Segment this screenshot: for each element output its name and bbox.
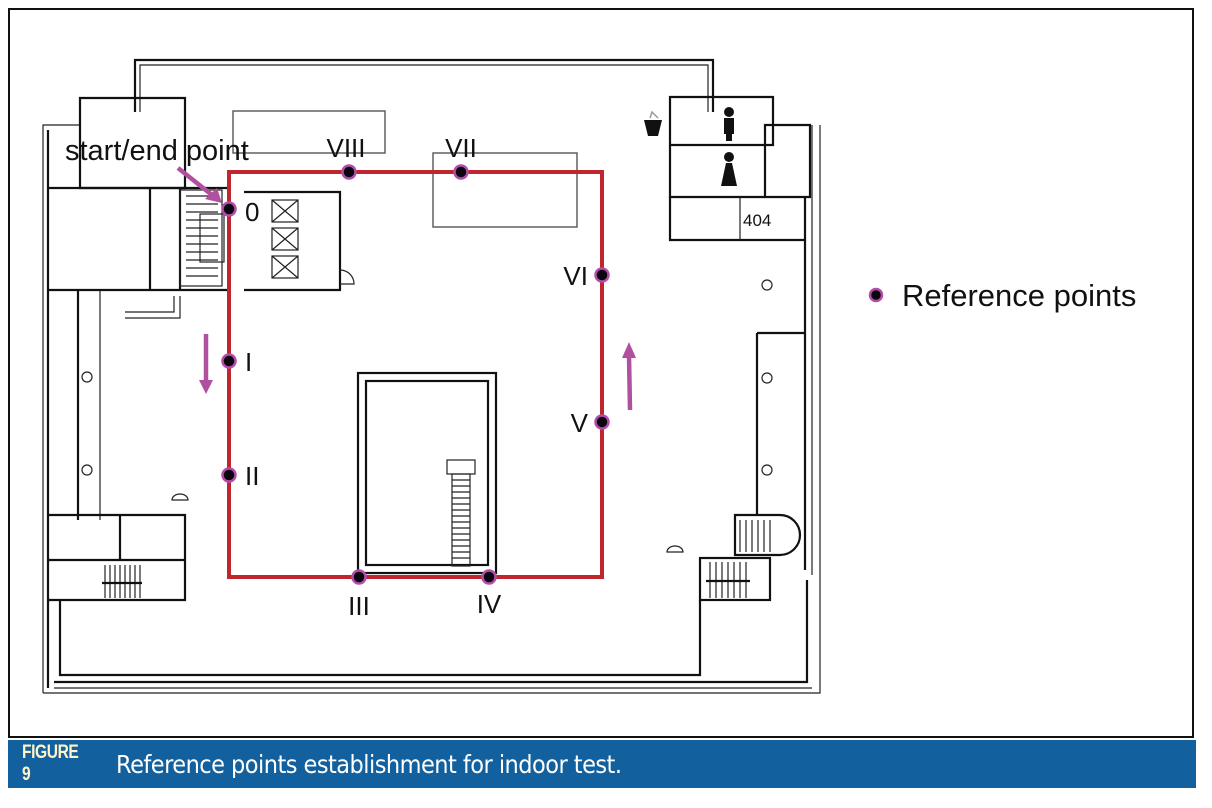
- reference-point-vi: [594, 267, 610, 283]
- elevator-icon: [271, 199, 299, 279]
- atrium: [356, 371, 498, 575]
- figure-caption: FIGURE 9 Reference points establishment …: [8, 740, 1196, 788]
- legend-marker: [868, 287, 884, 303]
- staircase-icon: [698, 513, 802, 602]
- female-restroom-icon: [721, 152, 737, 186]
- reference-point-label: IV: [477, 589, 502, 619]
- start-end-label: start/end point: [65, 135, 249, 167]
- reference-point-i: [221, 353, 237, 369]
- escalator-icon: [446, 459, 476, 567]
- legend-label: Reference points: [902, 278, 1136, 313]
- reference-point-label: I: [245, 347, 252, 377]
- reference-point-iv: [481, 569, 497, 585]
- reference-point-label: III: [348, 591, 370, 621]
- staircase-icon: [186, 195, 225, 277]
- reference-point-v: [594, 414, 610, 430]
- trash-bin-icon: [644, 110, 662, 136]
- figure-number: FIGURE 9: [22, 742, 79, 785]
- caption-text: Reference points establishment for indoo…: [116, 749, 622, 779]
- legend: Reference points: [868, 278, 1136, 313]
- direction-arrow-down: [199, 334, 213, 394]
- reference-point-label: 0: [245, 197, 259, 227]
- direction-arrow-up: [622, 342, 636, 411]
- reference-point-label: V: [571, 408, 589, 438]
- reference-point-ii: [221, 467, 237, 483]
- male-restroom-icon: [724, 107, 734, 141]
- reference-point-label: VI: [563, 261, 588, 291]
- room-number: 404: [743, 211, 771, 230]
- reference-point-vii: [453, 164, 469, 180]
- staircase-icon: [102, 565, 142, 598]
- building-walls: 404: [42, 58, 821, 694]
- reference-point-viii: [341, 164, 357, 180]
- test-route: [227, 170, 604, 579]
- reference-point-label: VII: [445, 133, 477, 163]
- reference-point-label: II: [245, 461, 259, 491]
- start-pointer-arrow: [176, 166, 222, 203]
- reference-point-label: VIII: [326, 133, 365, 163]
- reference-point-iii: [351, 569, 367, 585]
- reference-point-0: [221, 201, 237, 217]
